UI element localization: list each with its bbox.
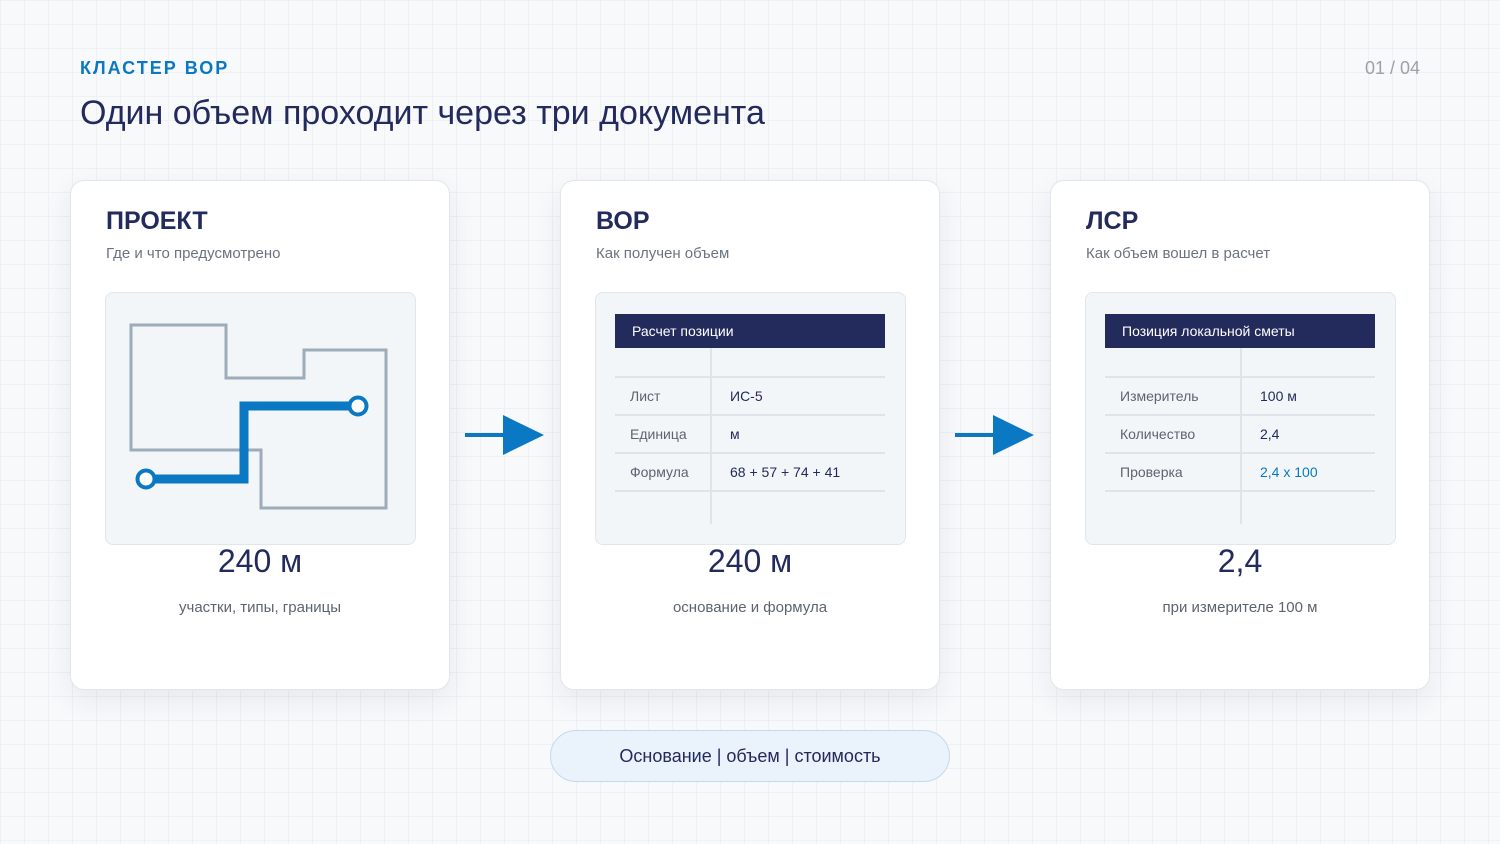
volume-caption: основание и формула xyxy=(672,599,828,616)
volume-caption: при измерителе 100 м xyxy=(1162,599,1318,616)
table-rule xyxy=(1105,376,1375,378)
volume-caption: участки, типы, границы xyxy=(179,599,341,616)
row-label-quantity: Количество xyxy=(1120,426,1196,442)
row-value-check: 2,4 x 100 xyxy=(1260,464,1318,480)
row-label-unit: Единица xyxy=(630,426,687,442)
card-subtitle: Как объем вошел в расчет xyxy=(1086,245,1271,262)
table-rule xyxy=(1105,452,1375,454)
volume-value: 240 м xyxy=(217,543,303,579)
card-subtitle: Как получен объем xyxy=(596,245,730,262)
card-subtitle: Где и что предусмотрено xyxy=(106,245,281,262)
page-counter: 01 / 04 xyxy=(1364,58,1420,78)
table-divider xyxy=(1240,348,1242,524)
row-label-check: Проверка xyxy=(1120,464,1183,480)
plan-outline-upper xyxy=(129,323,388,510)
route-start-node xyxy=(135,468,157,490)
card-title: ЛСР xyxy=(1086,207,1139,235)
card-vor: ВОР Как получен объем Расчет позиции Лис… xyxy=(560,180,940,690)
volume-value: 2,4 xyxy=(1217,543,1263,579)
row-label-meter: Измеритель xyxy=(1120,388,1199,404)
floor-plan-diagram xyxy=(129,323,388,510)
row-value-formula: 68 + 57 + 74 + 41 xyxy=(730,464,841,480)
route-line xyxy=(146,401,358,484)
row-value-quantity: 2,4 xyxy=(1260,426,1280,442)
row-value-unit: м xyxy=(730,426,740,442)
row-label-sheet: Лист xyxy=(630,388,661,404)
route-end-node xyxy=(347,395,369,417)
card-project: ПРОЕКТ Где и что предусмотрено 240 м уча… xyxy=(70,180,450,690)
row-value-meter: 100 м xyxy=(1260,388,1297,404)
table-header: Расчет позиции xyxy=(615,314,885,348)
volume-value: 240 м xyxy=(707,543,793,579)
calc-table-panel: Расчет позиции Лист ИС-5 Единица м Форму… xyxy=(595,292,906,545)
summary-pill: Основание | объем | стоимость xyxy=(550,730,950,782)
card-lsr: ЛСР Как объем вошел в расчет Позиция лок… xyxy=(1050,180,1430,690)
table-rule xyxy=(615,376,885,378)
row-value-sheet: ИС-5 xyxy=(730,388,763,404)
table-rule xyxy=(1105,414,1375,416)
card-title: ПРОЕКТ xyxy=(106,207,208,235)
page-title: Один объем проходит через три документа xyxy=(80,94,765,132)
table-rule xyxy=(615,452,885,454)
row-label-formula: Формула xyxy=(630,464,689,480)
section-kicker: КЛАСТЕР ВОР xyxy=(80,58,230,78)
table-header: Позиция локальной сметы xyxy=(1105,314,1375,348)
arrow-right-icon xyxy=(465,415,544,455)
table-rule xyxy=(615,414,885,416)
estimate-table-panel: Позиция локальной сметы Измеритель 100 м… xyxy=(1085,292,1396,545)
table-rule xyxy=(615,490,885,492)
plan-panel xyxy=(105,292,416,545)
card-title: ВОР xyxy=(596,207,650,235)
arrow-right-icon xyxy=(955,415,1034,455)
table-rule xyxy=(1105,490,1375,492)
table-divider xyxy=(710,348,712,524)
